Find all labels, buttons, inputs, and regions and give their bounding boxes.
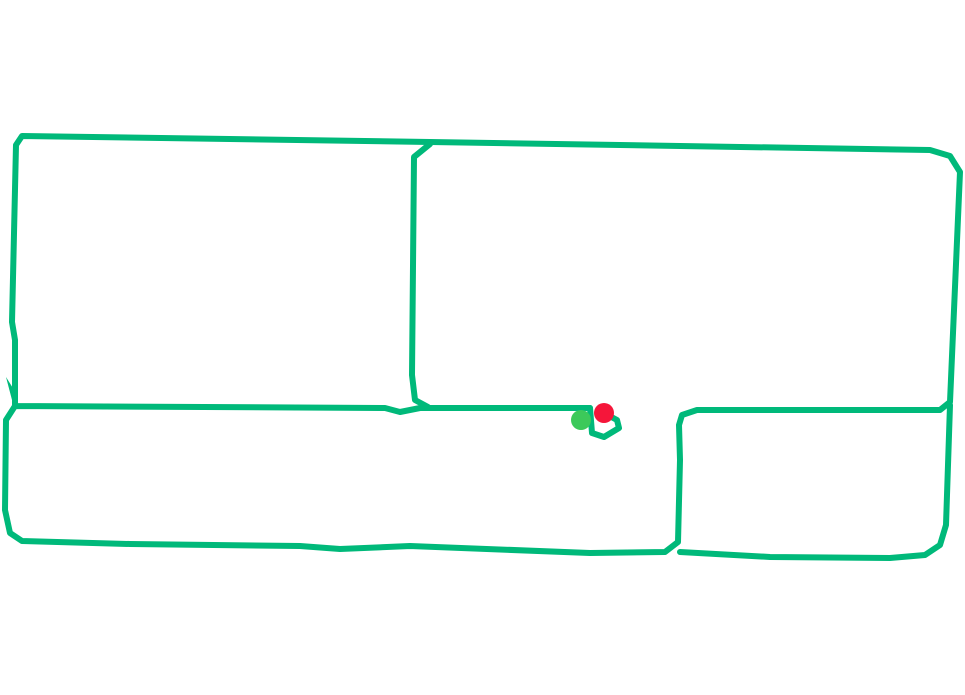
route-track-right-street (677, 402, 953, 561)
start-marker[interactable] (571, 410, 591, 430)
route-track-end-loop (587, 405, 622, 440)
route-track (2, 133, 963, 556)
route-track-middle-street (409, 141, 433, 410)
end-marker[interactable] (594, 403, 614, 423)
direction-arrow-icon (6, 377, 16, 400)
